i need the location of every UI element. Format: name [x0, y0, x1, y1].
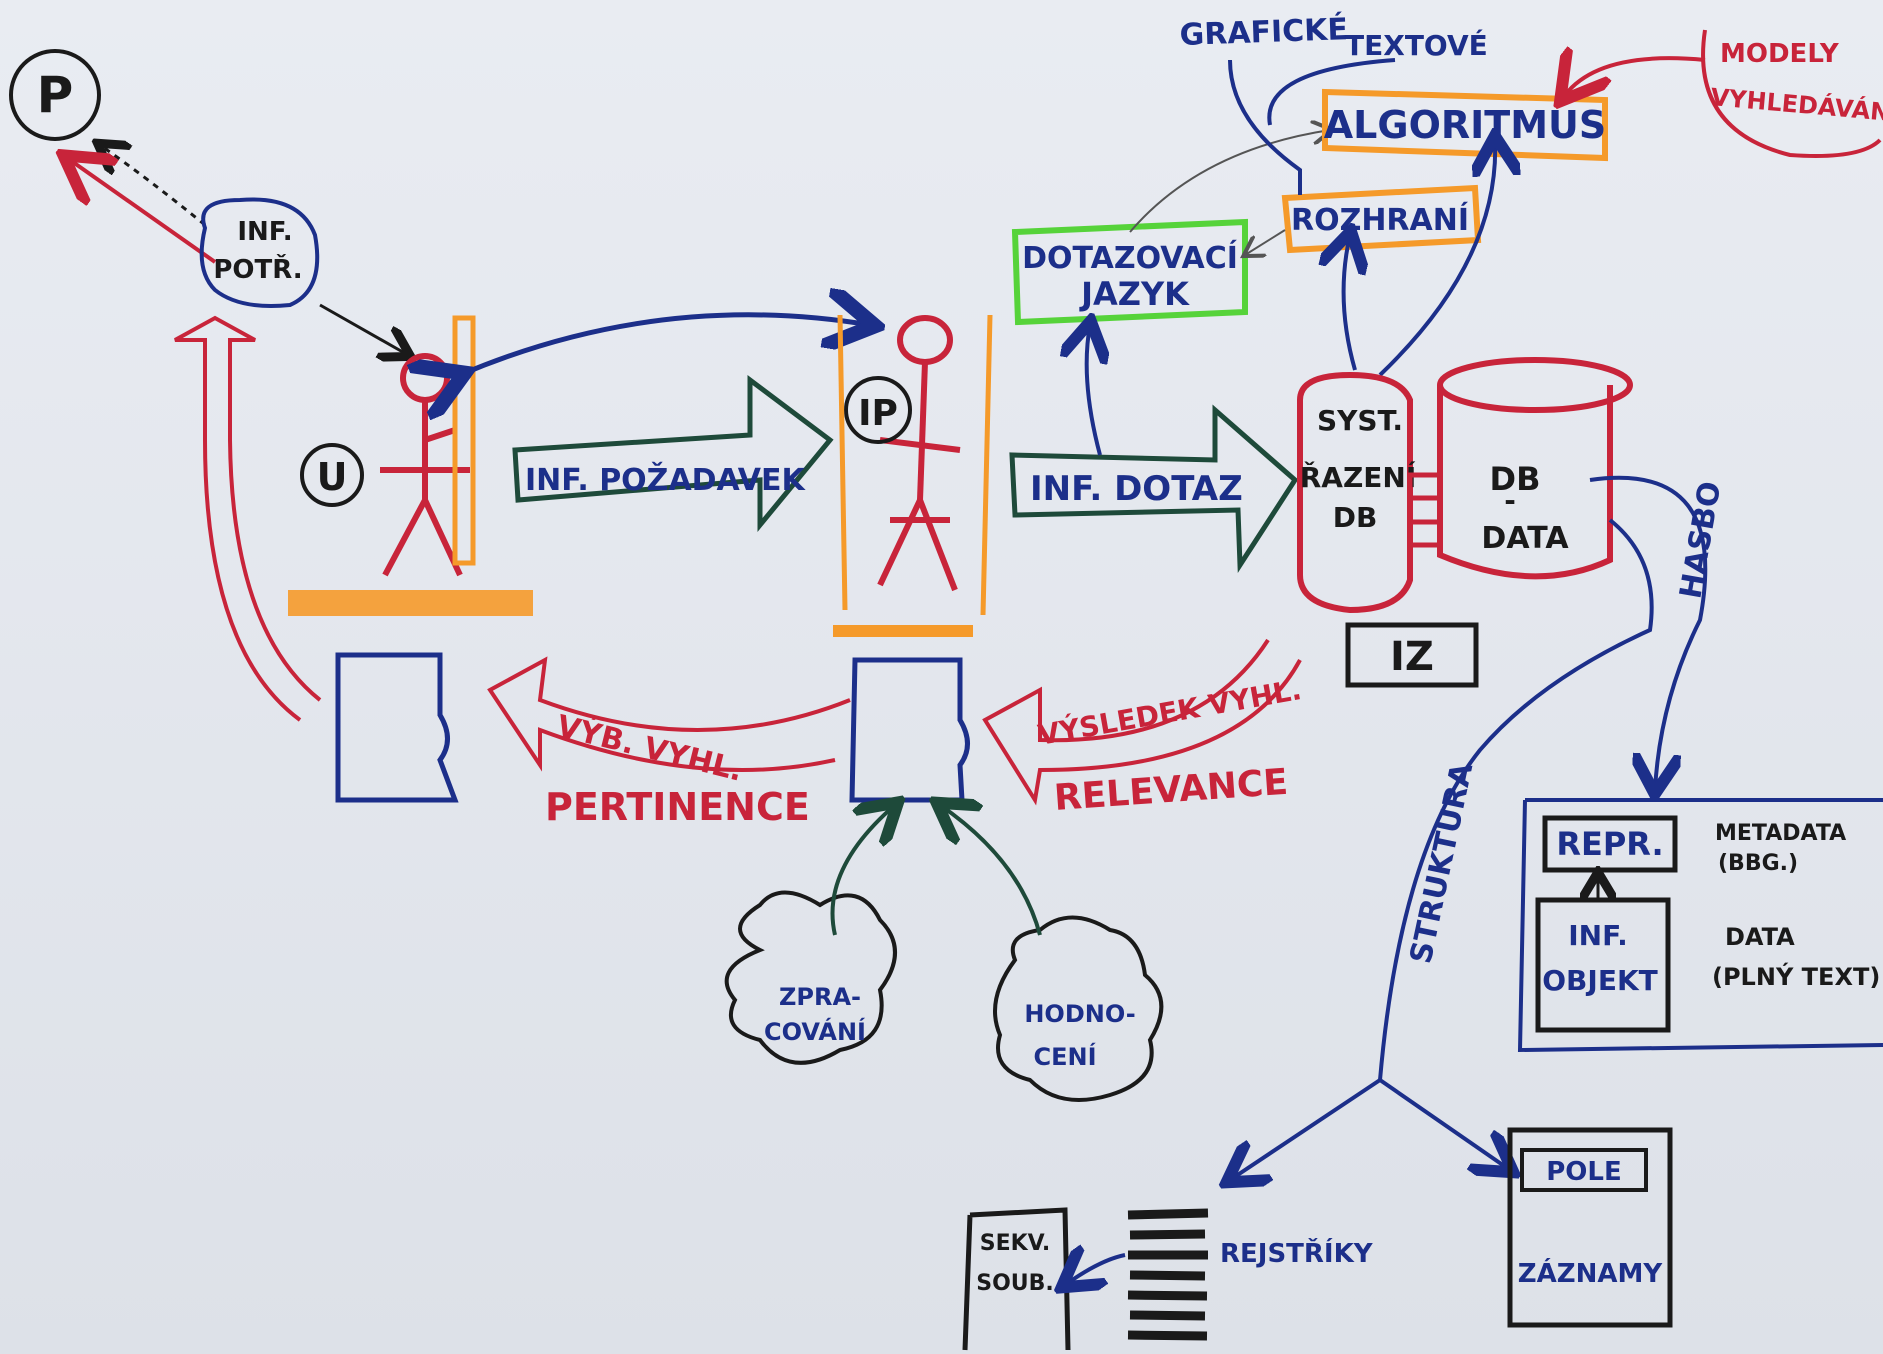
rozhrani-box: ROZHRANÍ — [1281, 184, 1482, 254]
ip-label: IP — [858, 393, 898, 434]
pertinence-label: PERTINENCE — [545, 785, 810, 829]
vyb-vyhl-label: VÝB. VYHL. — [553, 707, 747, 789]
textove-label: TEXTOVÉ — [1345, 28, 1488, 62]
metadata-panel — [1517, 798, 1883, 1053]
struktura-curve — [1378, 518, 1654, 1081]
u-badge: U — [300, 443, 364, 507]
ip-base-bar — [833, 625, 973, 637]
ip-left-bar — [837, 314, 848, 611]
db-line2: - — [1504, 484, 1516, 517]
sekv-soub-box: SEKV. SOUB. — [962, 1207, 1071, 1351]
arrow-rejstriky-sekv — [1065, 1255, 1126, 1285]
arrow-struktura-pole — [1378, 1078, 1510, 1170]
data-line1: DATA — [1725, 923, 1795, 951]
arrow-hodnoceni-doc — [940, 805, 1042, 936]
struktura-label: STRUKTURA — [1404, 759, 1481, 967]
ip-document — [849, 657, 970, 803]
inf-potr-line1: INF. — [237, 217, 292, 247]
objekt-line2: OBJEKT — [1542, 964, 1658, 997]
metadata-line1: METADATA — [1715, 821, 1846, 846]
user-side-bar — [452, 315, 476, 566]
inf-dotaz-arrow: INF. DOTAZ — [1009, 404, 1299, 574]
arrow-modely-algoritmus — [1565, 58, 1706, 95]
line-textove — [1267, 58, 1396, 126]
relevance-label: RELEVANCE — [1053, 762, 1290, 819]
inf-objekt-box: INF. OBJEKT — [1535, 897, 1671, 1033]
inf-potreba-node: INF. POTŘ. — [199, 197, 320, 308]
sekv-line2: SOUB. — [976, 1271, 1054, 1296]
rejstriky-label: REJSTŘÍKY — [1220, 1237, 1374, 1269]
arrow-user-ip — [460, 315, 870, 375]
vysledek-label: VÝSLEDEK VYHL. — [1035, 672, 1304, 752]
algoritmus-box: ALGORITMUS — [1322, 88, 1608, 162]
u-label: U — [317, 455, 348, 499]
repr-box: REPR. — [1542, 815, 1678, 873]
zpracovani-line1: ZPRA- — [779, 983, 861, 1011]
modely-line2: VYHLEDÁVÁNÍ — [1709, 82, 1883, 127]
ip-badge: IP — [844, 376, 912, 444]
inf-potr-line2: POTŘ. — [213, 253, 302, 285]
red-arrow-to-p — [70, 160, 217, 264]
syst-line1: SYST. — [1317, 404, 1403, 437]
dotazovaci-line2: JAZYK — [1079, 275, 1190, 313]
zpracovani-cloud: ZPRA- COVÁNÍ — [724, 890, 897, 1065]
metadata-line2: (BBG.) — [1718, 851, 1798, 876]
vyb-vyhl-arrow: VÝB. VYHL. — [487, 656, 851, 789]
arrow-rozhrani-jazyk — [1245, 229, 1286, 255]
modely-line1: MODELY — [1720, 39, 1840, 69]
modely-node: MODELY VYHLEDÁVÁNÍ — [1701, 29, 1883, 158]
objekt-line1: INF. — [1568, 919, 1628, 952]
ip-right-bar — [980, 314, 993, 616]
db-line1: DB — [1490, 460, 1541, 498]
line-graficke — [1228, 59, 1302, 195]
arrow-syst-algoritmus — [1378, 140, 1495, 377]
arrow-dotaz-to-jazyk — [1087, 325, 1100, 456]
db-line3: DATA — [1481, 521, 1569, 556]
hodnoceni-line2: CENÍ — [1033, 1042, 1096, 1071]
rejstriky-stack — [1127, 1208, 1209, 1341]
arrow-zpracovani-doc — [830, 805, 896, 936]
feedback-arrow-left — [174, 315, 322, 722]
dotazovaci-jazyk-box: DOTAZOVACÍ JAZYK — [1011, 218, 1248, 326]
iz-box: IZ — [1345, 622, 1479, 688]
ip-figure — [877, 315, 961, 592]
arrow-struktura-rejstriky — [1230, 1078, 1382, 1180]
arrow-potr-to-user — [319, 303, 408, 355]
dotazovaci-line1: DOTAZOVACÍ — [1022, 240, 1238, 276]
repr-label: REPR. — [1556, 825, 1663, 863]
hodnoceni-line1: HODNO- — [1024, 1000, 1135, 1028]
algoritmus-label: ALGORITMUS — [1324, 103, 1606, 147]
dashed-arrow-to-p — [100, 145, 206, 227]
pole-label: POLE — [1546, 1157, 1622, 1187]
syst-line3: DB — [1333, 501, 1378, 534]
hodnoceni-cloud: HODNO- CENÍ — [993, 915, 1164, 1102]
iz-label: IZ — [1390, 634, 1434, 680]
inf-dotaz-label: INF. DOTAZ — [1030, 469, 1243, 509]
inf-pozadavek-arrow: INF. POŽADAVEK — [512, 375, 834, 532]
zpracovani-line2: COVÁNÍ — [764, 1017, 866, 1046]
arrow-jazyk-algoritmus — [1129, 130, 1330, 233]
zaznamy-box: POLE ZÁZNAMY — [1507, 1127, 1673, 1328]
sekv-line1: SEKV. — [980, 1231, 1050, 1256]
inf-pozadavek-label: INF. POŽADAVEK — [525, 462, 806, 498]
arrow-syst-rozhrani — [1344, 235, 1355, 371]
data-line2: (PLNÝ TEXT) — [1712, 961, 1880, 991]
db-data-cylinder: DB - DATA — [1437, 357, 1633, 580]
hasbo-curve — [1589, 475, 1708, 790]
syst-razeni-db: SYST. ŘAZENÍ DB — [1297, 371, 1417, 614]
user-base-bar — [288, 590, 533, 616]
zaznamy-label: ZÁZNAMY — [1518, 1257, 1664, 1289]
rozhrani-label: ROZHRANÍ — [1291, 202, 1469, 238]
user-document — [335, 652, 459, 803]
p-node: P — [9, 49, 101, 141]
graficke-label: GRAFICKÉ — [1179, 11, 1349, 53]
syst-line2: ŘAZENÍ — [1300, 460, 1417, 494]
p-label: P — [37, 66, 74, 124]
